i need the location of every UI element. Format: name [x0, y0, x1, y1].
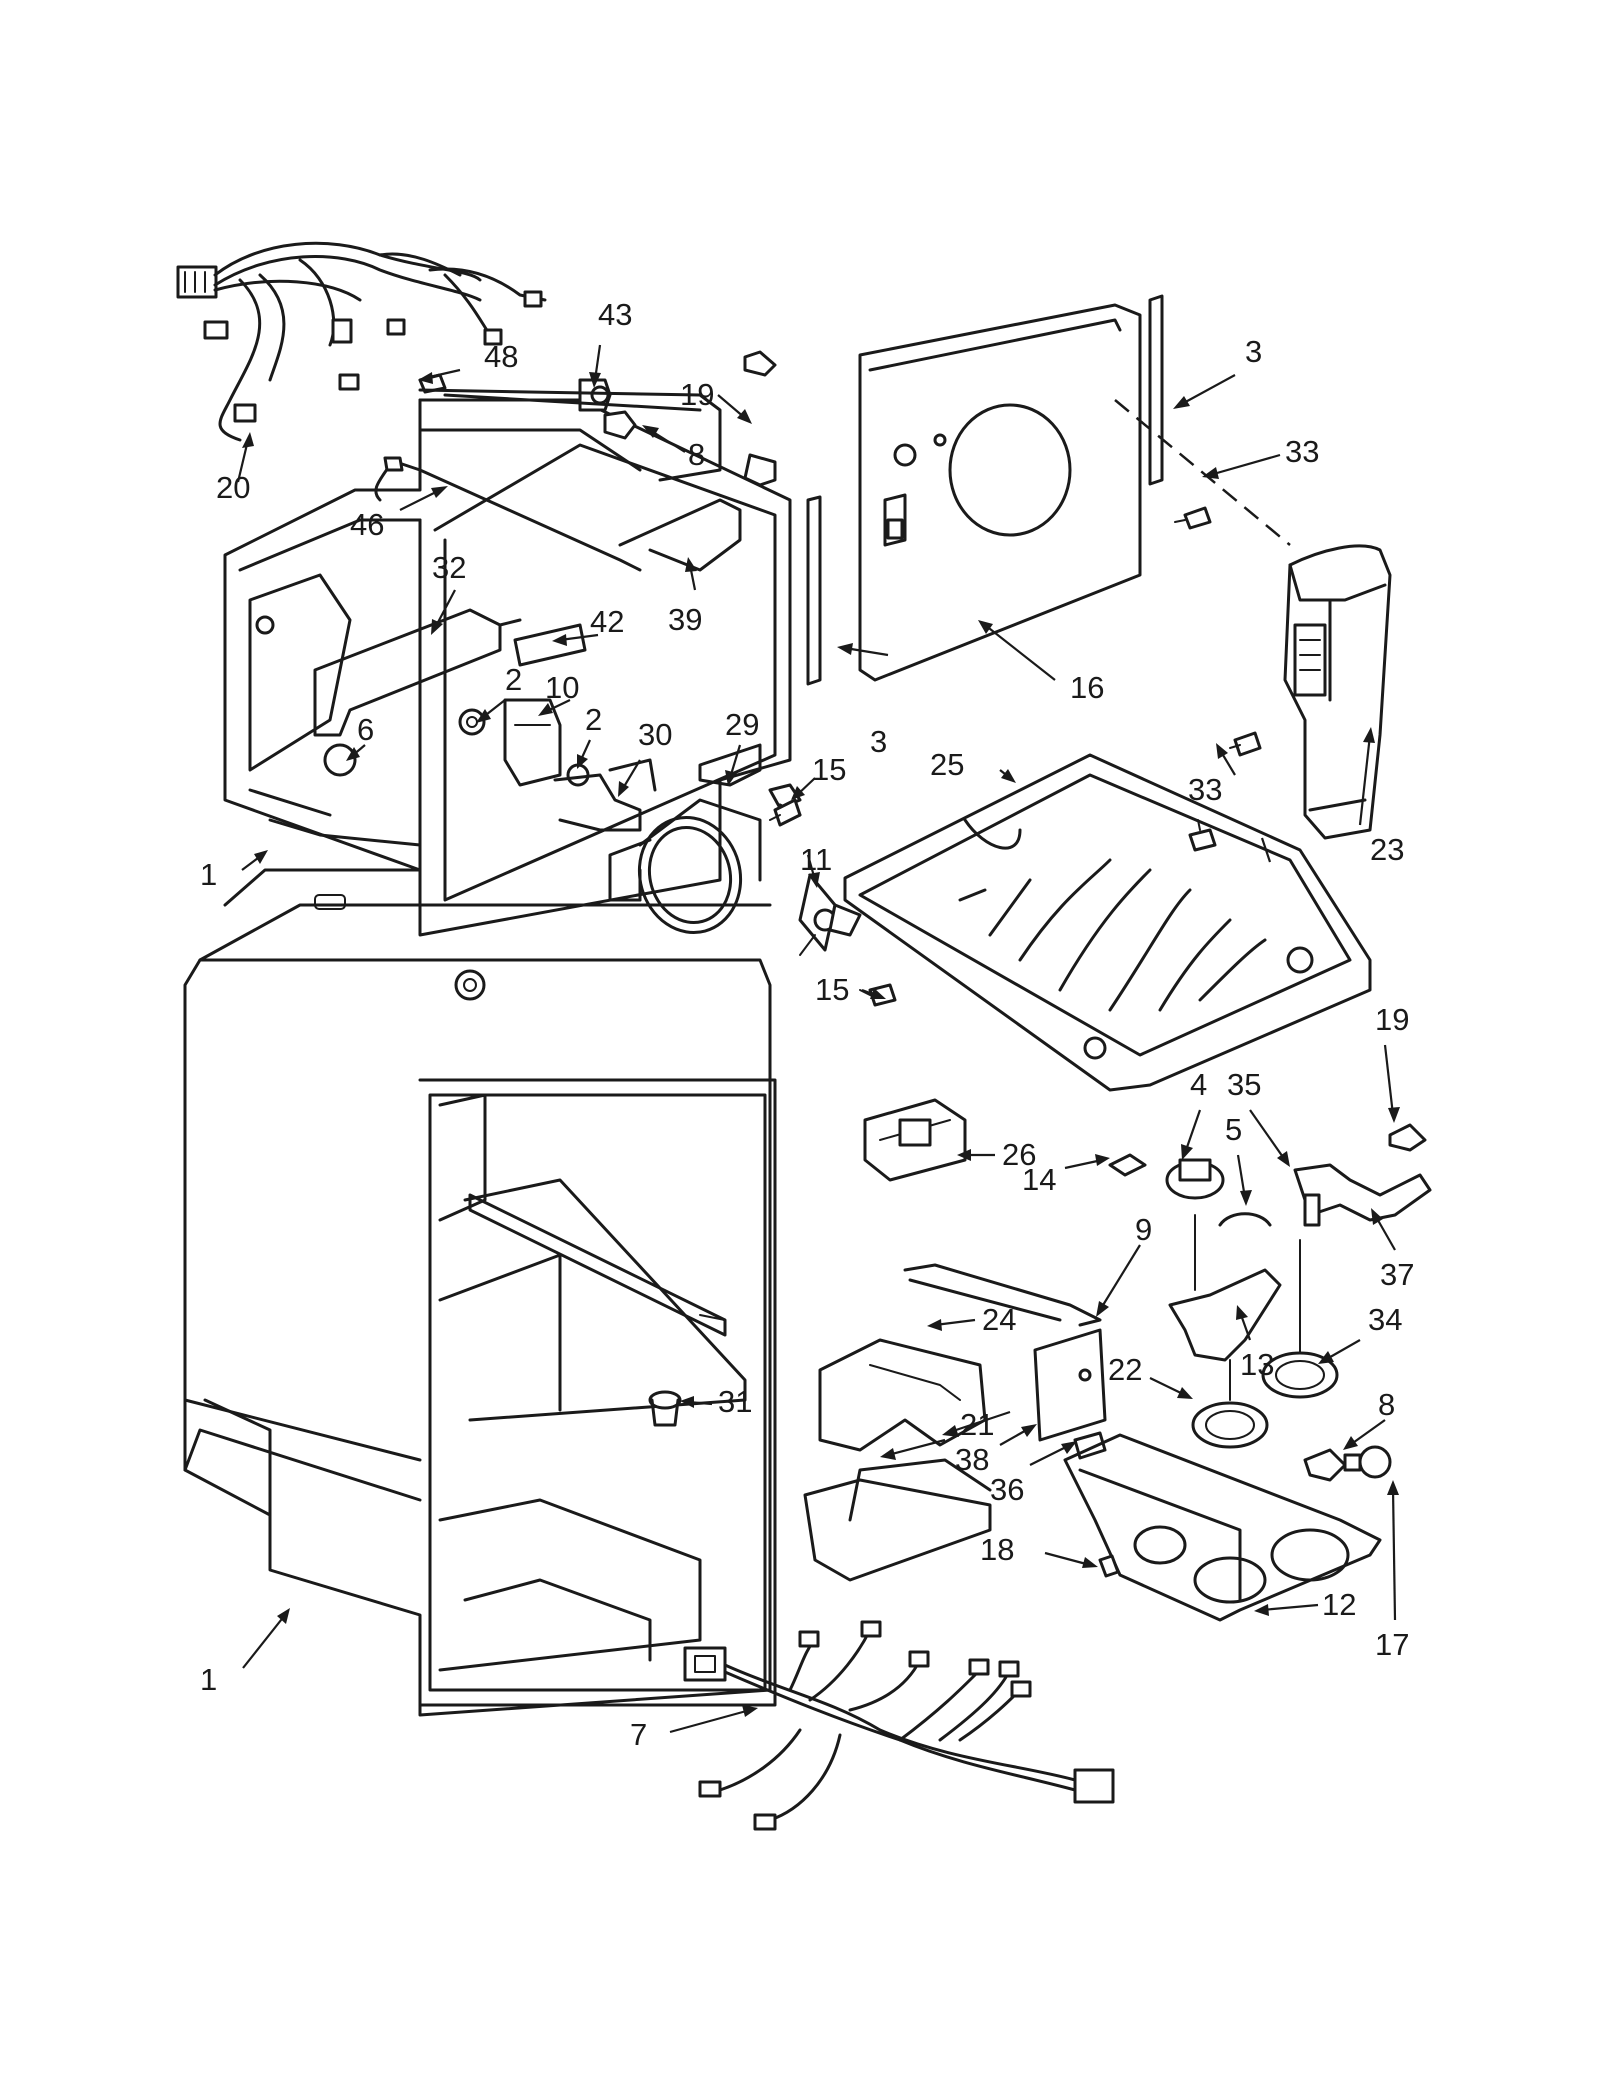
callout-36: 36 [990, 1472, 1024, 1507]
callout-46: 46 [350, 507, 384, 542]
wiring-harness-lower [683, 1620, 1115, 1831]
air-duct [1283, 544, 1392, 840]
upper-small-parts [374, 373, 777, 572]
callout-labels: 20 43 48 19 8 3 33 46 39 32 42 2 10 2 6 … [200, 297, 1414, 1752]
wiring-harness-upper [176, 241, 547, 442]
callout-19-upper: 19 [680, 377, 714, 412]
callout-10: 10 [545, 670, 579, 705]
callout-12: 12 [1322, 1587, 1356, 1622]
callout-8-upper: 8 [688, 437, 705, 472]
callout-37: 37 [1380, 1257, 1414, 1292]
callout-48: 48 [484, 339, 518, 374]
callout-1-lower: 1 [200, 1662, 217, 1697]
callout-3-lower: 3 [870, 724, 887, 759]
callout-39: 39 [668, 602, 702, 637]
callout-30: 30 [638, 717, 672, 752]
callout-43: 43 [598, 297, 632, 332]
callout-22: 22 [1108, 1352, 1142, 1387]
callout-7: 7 [630, 1717, 647, 1752]
callout-26: 26 [1002, 1137, 1036, 1172]
callout-1-upper: 1 [200, 857, 217, 892]
callout-21: 21 [960, 1407, 994, 1442]
callout-33-lower: 33 [1188, 772, 1222, 807]
callout-33-upper: 33 [1285, 434, 1319, 469]
callout-38: 38 [955, 1442, 989, 1477]
freezer-controls [313, 608, 802, 832]
drain-tray [843, 753, 1372, 1092]
callout-31: 31 [718, 1384, 752, 1419]
callout-19-lower: 19 [1375, 1002, 1409, 1037]
callout-17: 17 [1375, 1627, 1409, 1662]
callout-2-upper: 2 [505, 662, 522, 697]
leader-lines [236, 344, 1400, 1734]
cabinet-liner-lower [183, 868, 777, 1717]
rear-panel [806, 294, 1291, 686]
callout-23: 23 [1370, 832, 1404, 867]
dispenser-parts [648, 350, 1432, 1622]
callout-18: 18 [980, 1532, 1014, 1567]
callout-32: 32 [432, 550, 466, 585]
freezer-liner-upper [223, 398, 792, 937]
callout-25: 25 [930, 747, 964, 782]
callout-16: 16 [1070, 670, 1104, 705]
callout-15-upper: 15 [812, 752, 846, 787]
callout-2-lower: 2 [585, 702, 602, 737]
callout-15-lower: 15 [815, 972, 849, 1007]
callout-13: 13 [1240, 1347, 1274, 1382]
callout-3-upper: 3 [1245, 334, 1262, 369]
callout-5: 5 [1225, 1112, 1242, 1147]
callout-24: 24 [982, 1302, 1016, 1337]
callout-6: 6 [357, 712, 374, 747]
callout-29: 29 [725, 707, 759, 742]
callout-34: 34 [1368, 1302, 1402, 1337]
callout-11: 11 [800, 842, 832, 877]
evaporator-fan-assembly [608, 798, 862, 956]
callout-14: 14 [1022, 1162, 1056, 1197]
callout-4: 4 [1190, 1067, 1207, 1102]
callout-42: 42 [590, 604, 624, 639]
callout-9: 9 [1135, 1212, 1152, 1247]
screws [769, 506, 1262, 1007]
callout-35: 35 [1227, 1067, 1261, 1102]
callout-20: 20 [216, 470, 250, 505]
callout-8-lower: 8 [1378, 1387, 1395, 1422]
